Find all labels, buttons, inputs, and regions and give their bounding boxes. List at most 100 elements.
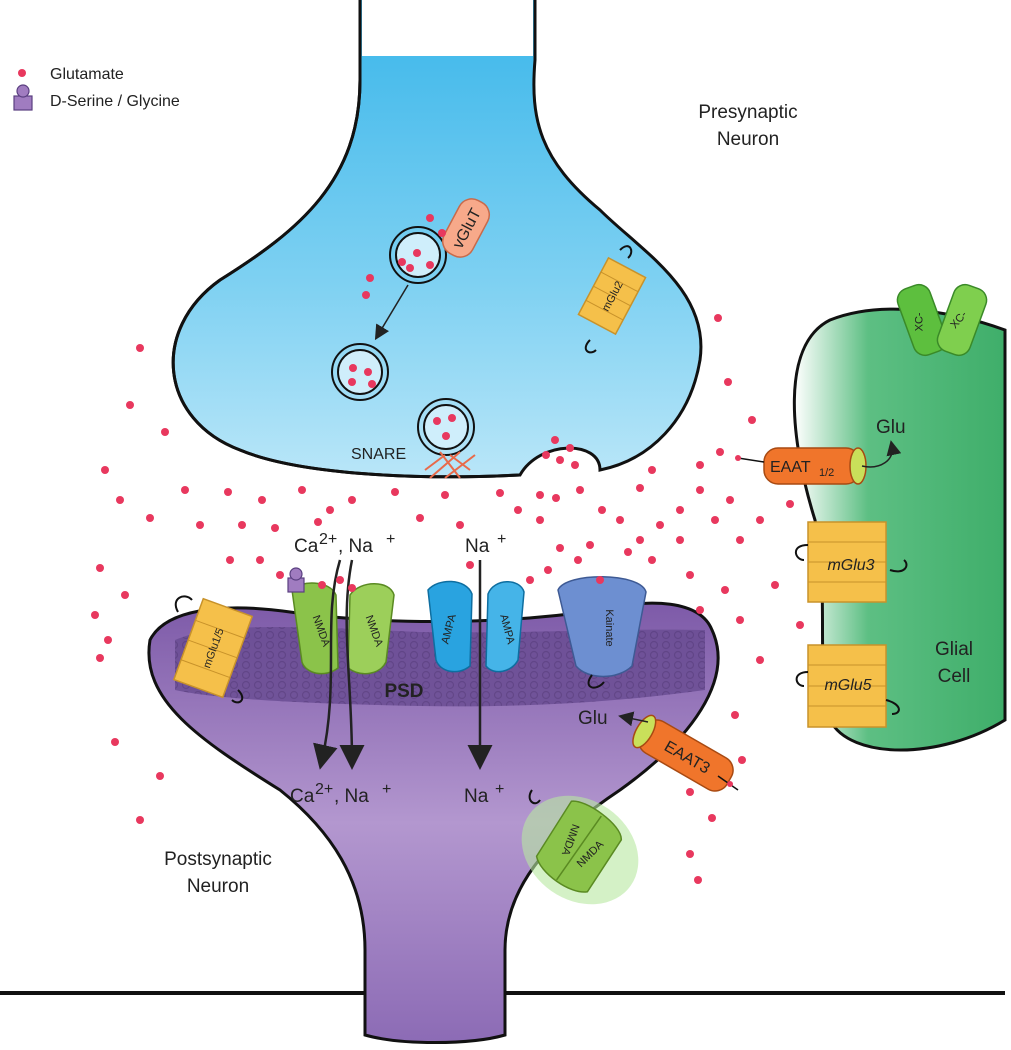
glutamate-dot	[636, 484, 644, 492]
glutamate-dot	[676, 506, 684, 514]
glutamate-dot	[298, 486, 306, 494]
glutamate-dot	[318, 581, 326, 589]
glutamate-dot	[716, 448, 724, 456]
glutamate-dot	[514, 506, 522, 514]
glutamate-dot	[686, 788, 694, 796]
glial-label-line1: Glial	[935, 639, 973, 660]
glutamate-dot	[656, 521, 664, 529]
presynaptic-label-line2: Neuron	[717, 129, 779, 150]
glutamate-dot	[348, 496, 356, 504]
glutamate-dot	[438, 229, 446, 237]
xc-transporter-left: XC-	[896, 283, 948, 357]
ca-na-top-plus: +	[386, 531, 395, 548]
psd-label: PSD	[384, 681, 423, 702]
glutamate-dot	[566, 444, 574, 452]
glutamate-dot	[726, 496, 734, 504]
glutamate-dot	[551, 436, 559, 444]
glutamate-dot	[161, 428, 169, 436]
glutamate-dot	[426, 261, 434, 269]
glutamate-dot	[441, 491, 449, 499]
glutamate-dot	[121, 591, 129, 599]
presynaptic-axon-top	[362, 0, 533, 56]
glutamate-dot	[686, 571, 694, 579]
glutamate-dot	[104, 636, 112, 644]
mglu5-label: mGlu5	[824, 677, 871, 694]
glutamate-dot	[696, 606, 704, 614]
legend-dserine-label: D-Serine / Glycine	[50, 93, 180, 110]
glutamate-molecules	[91, 214, 804, 884]
glutamate-dot	[146, 514, 154, 522]
mglu15-receptor: mGlu1/5	[172, 597, 254, 699]
mglu3-receptor: mGlu3	[807, 521, 887, 603]
glutamate-dot	[349, 364, 357, 372]
kainate-receptor: Kainate	[557, 576, 647, 678]
legend: Glutamate D-Serine / Glycine	[13, 66, 180, 111]
vesicle-3	[417, 398, 475, 456]
glutamate-dot	[796, 621, 804, 629]
glutamate-dot	[348, 378, 356, 386]
glutamate-dot	[136, 816, 144, 824]
nmda-receptor-extrasynaptic: NMDA NMDA	[521, 795, 639, 905]
vesicle-transport-arrow	[374, 284, 409, 341]
glutamate-dot	[736, 616, 744, 624]
glial-cell-body	[792, 307, 1007, 752]
ampa-receptor: AMPA AMPA	[427, 580, 525, 673]
glutamate-dot	[748, 416, 756, 424]
eaat3-glu-arrow	[618, 711, 649, 727]
glutamate-dot	[314, 518, 322, 526]
glutamate-dot	[256, 556, 264, 564]
glutamate-dot	[326, 506, 334, 514]
glutamate-dot	[456, 521, 464, 529]
glutamate-dot	[724, 378, 732, 386]
dserine-molecule	[287, 567, 305, 593]
glutamate-dot	[366, 274, 374, 282]
glutamate-dot	[574, 556, 582, 564]
glutamate-dot	[406, 264, 414, 272]
xc-transporter-right: XC-	[936, 283, 988, 357]
mglu3-label: mGlu3	[827, 557, 874, 574]
glutamate-dot	[276, 571, 284, 579]
eaat12-subscript: 1/2	[819, 467, 834, 479]
glutamate-dot	[696, 461, 704, 469]
glutamate-dot	[526, 576, 534, 584]
glutamate-dot	[364, 368, 372, 376]
glutamate-dot	[544, 566, 552, 574]
ion-label-na-ampa-bottom: Na +	[464, 781, 504, 807]
vglut-transporter: vGluT	[441, 198, 491, 258]
glutamate-dot	[271, 524, 279, 532]
glutamate-dot	[756, 516, 764, 524]
glutamate-dot	[686, 850, 694, 858]
glutamate-dot	[398, 258, 406, 266]
glutamate-dot	[586, 541, 594, 549]
ca-na-bottom-plus: +	[382, 781, 391, 798]
ca-na-bottom-ca: Ca	[290, 786, 315, 807]
glutamate-dot	[708, 814, 716, 822]
glutamate-dot	[714, 314, 722, 322]
glutamate-dot	[362, 291, 370, 299]
ca-na-top-ca: Ca	[294, 536, 319, 557]
mglu5-receptor: mGlu5	[807, 644, 887, 728]
nmda-receptor-synaptic: NMDA NMDA	[291, 582, 395, 675]
ca-na-top-na: , Na	[338, 536, 373, 557]
postsynaptic-label-line2: Neuron	[187, 876, 249, 897]
glutamate-dot	[696, 486, 704, 494]
glutamate-dot	[786, 500, 794, 508]
glutamate-dot	[348, 584, 356, 592]
eaat12-label: EAAT	[770, 459, 811, 476]
glutamate-dot	[648, 466, 656, 474]
glutamate-dot	[442, 432, 450, 440]
glutamate-dot	[598, 506, 606, 514]
glutamate-dot	[96, 564, 104, 572]
glu-glial-label: Glu	[876, 417, 906, 438]
glutamate-dot	[771, 581, 779, 589]
glutamate-dot	[181, 486, 189, 494]
glutamate-dot	[224, 488, 232, 496]
glutamate-dot	[576, 486, 584, 494]
glutamate-dot	[96, 654, 104, 662]
glutamate-dot	[136, 344, 144, 352]
glutamate-dot	[571, 461, 579, 469]
glutamate-dot	[156, 772, 164, 780]
glutamate-dot	[101, 466, 109, 474]
glutamate-dot	[258, 496, 266, 504]
glutamate-dot	[731, 711, 739, 719]
